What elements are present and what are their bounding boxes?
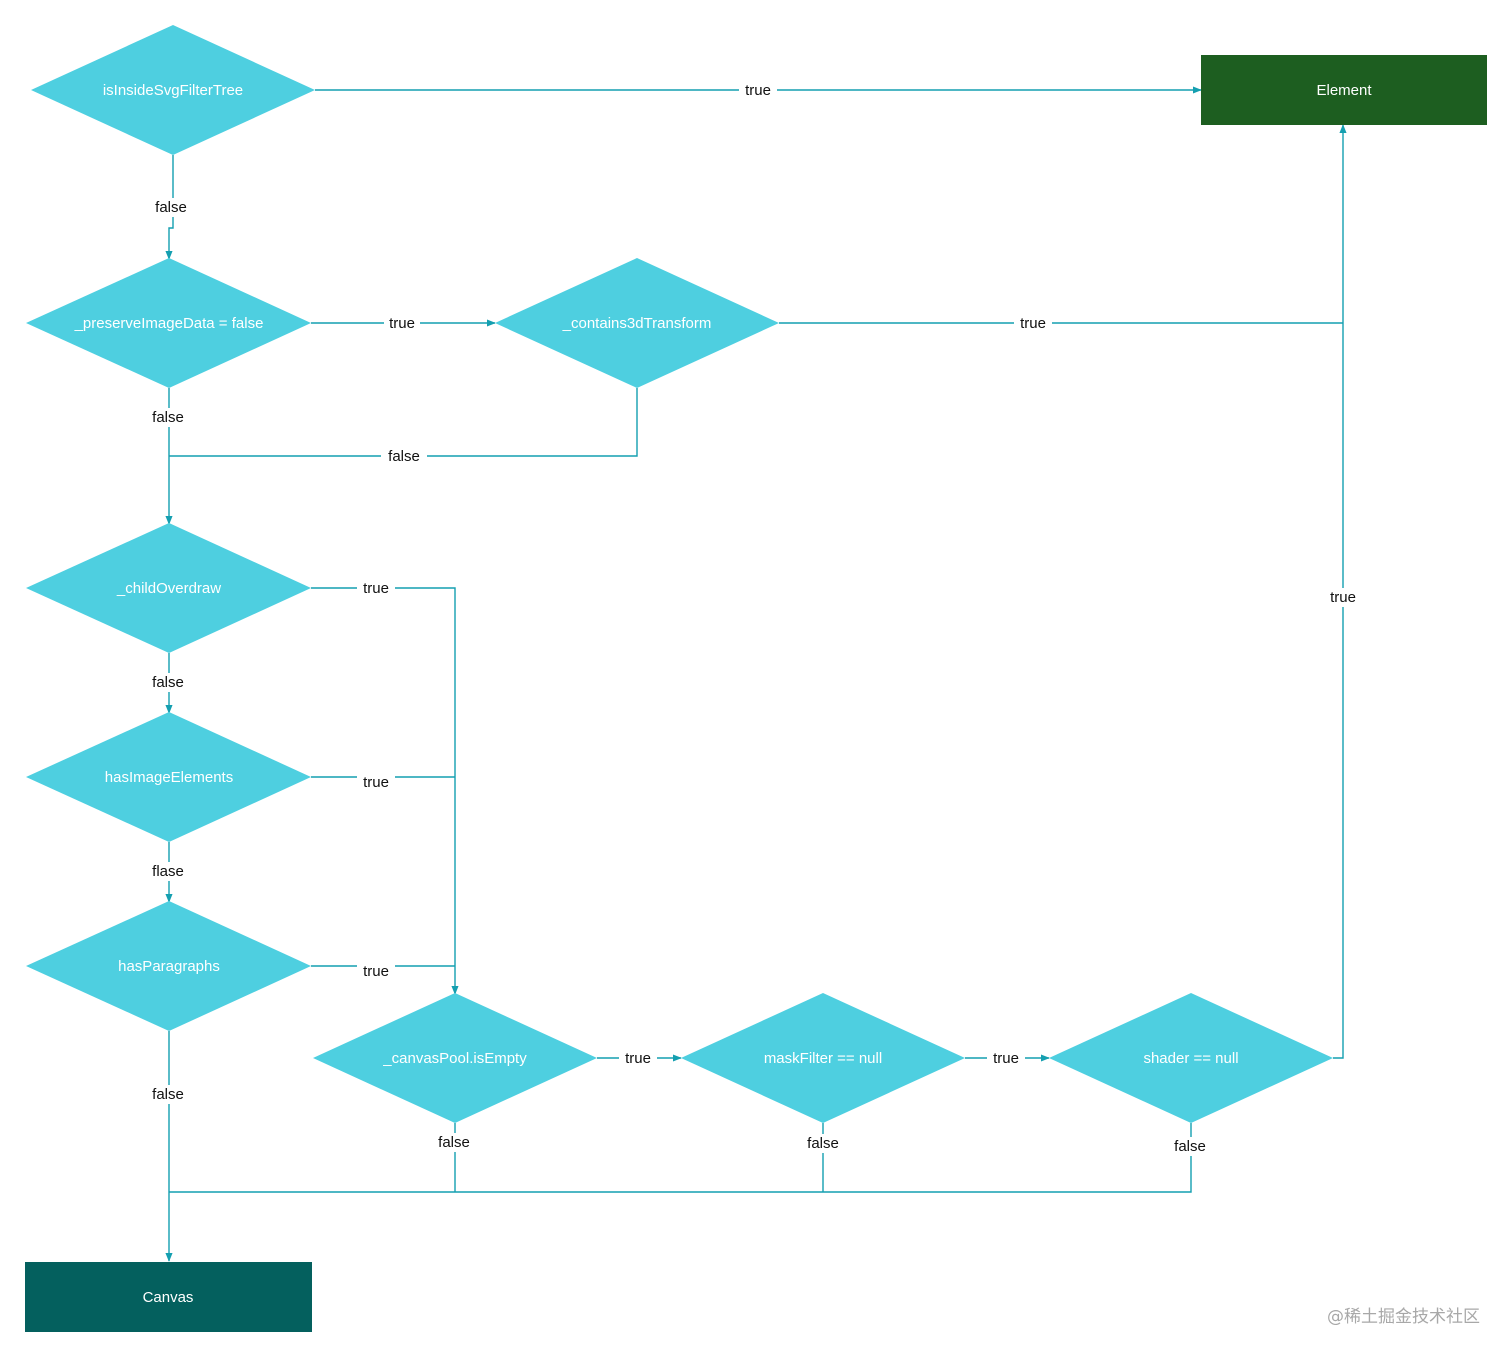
node-mask-filter-null: maskFilter == null: [681, 993, 965, 1123]
node-child-overdraw-label: _childOverdraw: [116, 580, 221, 597]
label-paragraphs-false: false: [152, 1086, 184, 1103]
node-element-label: Element: [1316, 82, 1372, 99]
edge-labels: true false true true false false true fa…: [145, 81, 1362, 1156]
label-svg-false: false: [155, 199, 187, 216]
node-has-image-elements: hasImageElements: [26, 712, 311, 842]
node-canvas-pool-is-empty: _canvasPool.isEmpty: [313, 993, 597, 1123]
node-canvas: Canvas: [25, 1262, 312, 1332]
label-overdraw-false: false: [152, 674, 184, 691]
label-paragraphs-true: true: [363, 963, 389, 980]
edge-contains3d-false: [169, 388, 638, 457]
label-overdraw-true: true: [363, 580, 389, 597]
node-canvas-pool-is-empty-label: _canvasPool.isEmpty: [382, 1050, 527, 1067]
edge-svg-false: [165, 155, 174, 260]
node-canvas-label: Canvas: [143, 1289, 194, 1306]
terminal-nodes: Element Canvas: [25, 55, 1487, 1332]
node-has-paragraphs: hasParagraphs: [26, 901, 311, 1031]
label-preserve-false: false: [152, 409, 184, 426]
edge-shader-true: [1333, 124, 1347, 1059]
label-shader-false: false: [1174, 1138, 1206, 1155]
node-preserve-image-data: _preserveImageData = false: [26, 258, 311, 388]
label-image-true: true: [363, 774, 389, 791]
label-pool-false: false: [438, 1134, 470, 1151]
label-pool-true: true: [625, 1050, 651, 1067]
node-contains-3d-transform-label: _contains3dTransform: [562, 315, 712, 332]
watermark: @稀土掘金技术社区: [1327, 1307, 1480, 1327]
node-preserve-image-data-label: _preserveImageData = false: [74, 315, 264, 332]
node-element: Element: [1201, 55, 1487, 125]
label-svg-true: true: [745, 82, 771, 99]
node-mask-filter-null-label: maskFilter == null: [764, 1050, 882, 1067]
node-has-paragraphs-label: hasParagraphs: [118, 958, 220, 975]
label-shader-true: true: [1330, 589, 1356, 606]
node-contains-3d-transform: _contains3dTransform: [495, 258, 779, 388]
label-image-false: flase: [152, 863, 184, 880]
label-contains3d-true: true: [1020, 315, 1046, 332]
edge-shader-false: [169, 1123, 1192, 1193]
node-child-overdraw: _childOverdraw: [26, 523, 311, 653]
decision-nodes: isInsideSvgFilterTree _preserveImageData…: [26, 25, 1333, 1123]
label-mask-false: false: [807, 1135, 839, 1152]
node-is-inside-svg-filter-tree: isInsideSvgFilterTree: [31, 25, 315, 155]
node-shader-null: shader == null: [1049, 993, 1333, 1123]
node-is-inside-svg-filter-tree-label: isInsideSvgFilterTree: [103, 82, 243, 99]
node-shader-null-label: shader == null: [1143, 1050, 1238, 1067]
label-contains3d-false: false: [388, 448, 420, 465]
label-preserve-true: true: [389, 315, 415, 332]
node-has-image-elements-label: hasImageElements: [105, 769, 233, 786]
label-mask-true: true: [993, 1050, 1019, 1067]
